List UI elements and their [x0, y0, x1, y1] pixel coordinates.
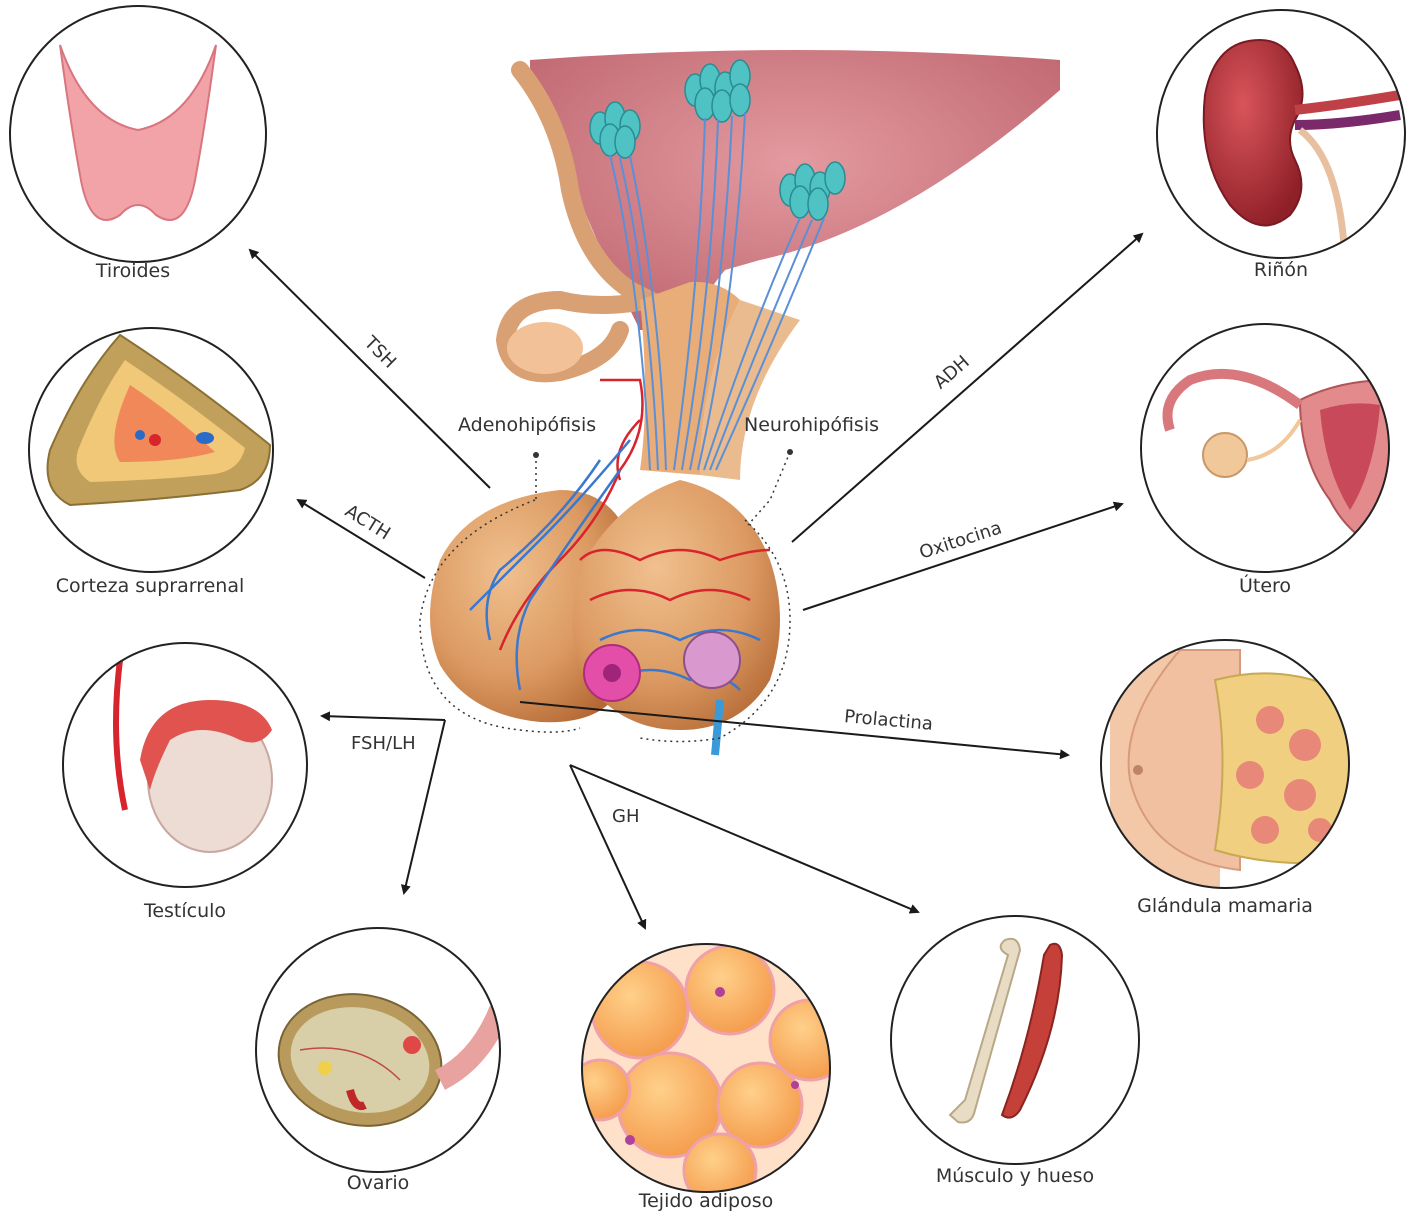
rinon-label: Riñón [1254, 259, 1308, 281]
prolactina-arrow [520, 702, 1068, 755]
gh-label: GH [612, 806, 639, 827]
neurohipofisis-label: Neurohipófisis [744, 414, 879, 436]
adiposo-illustration [570, 944, 850, 1206]
adh-arrow [792, 234, 1142, 542]
corteza-illustration [29, 328, 273, 572]
gh-arrow-musculo [570, 765, 918, 912]
musculo-illustration [891, 916, 1139, 1164]
tsh-arrow [250, 250, 490, 488]
utero-label: Útero [1239, 575, 1291, 597]
pituitary-illustration [420, 50, 1060, 755]
oxitocina-arrow [803, 504, 1122, 610]
testiculo-label: Testículo [144, 900, 226, 922]
tiroides-illustration [10, 6, 266, 262]
corteza-label: Corteza suprarrenal [56, 575, 244, 597]
mamaria-label: Glándula mamaria [1137, 895, 1313, 917]
musculo-label: Músculo y hueso [936, 1165, 1094, 1187]
adenohipofisis-label: Adenohipófisis [458, 414, 596, 436]
tiroides-label: Tiroides [96, 260, 170, 282]
gh-arrow-adiposo [570, 765, 645, 928]
testiculo-illustration [63, 643, 307, 887]
cell-purple [684, 632, 740, 688]
neuro-pointer [748, 452, 790, 525]
rinon-illustration [1157, 10, 1405, 260]
fsh-lh-arrow-testiculo [322, 716, 445, 720]
mamaria-illustration [1101, 640, 1360, 890]
ovario-label: Ovario [347, 1172, 410, 1194]
fsh-lh-label: FSH/LH [351, 733, 416, 754]
ovario-illustration [256, 928, 500, 1172]
utero-illustration [1141, 324, 1400, 572]
adiposo-label: Tejido adiposo [639, 1190, 774, 1212]
